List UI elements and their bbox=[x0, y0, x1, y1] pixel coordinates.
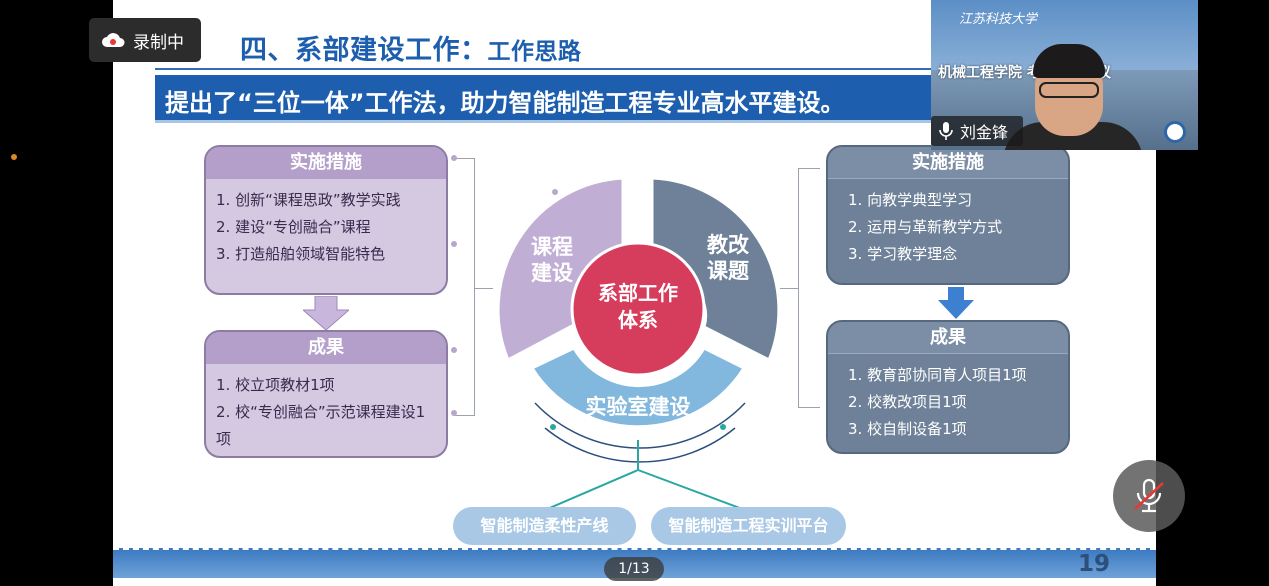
mute-button[interactable] bbox=[1113, 460, 1185, 532]
segment-lab-building bbox=[529, 346, 747, 429]
segment-label-course: 课程建设 bbox=[531, 235, 573, 285]
heading-sub: 工作思路 bbox=[487, 39, 582, 65]
right-results-card: 成果 1. 教育部协同育人项目1项 2. 校教改项目1项 3. 校自制设备1项 bbox=[826, 320, 1070, 454]
connector-dot bbox=[451, 241, 457, 247]
list-item: 2. 校教改项目1项 bbox=[848, 393, 967, 411]
down-arrow-icon bbox=[938, 287, 974, 319]
connector-dot bbox=[451, 155, 457, 161]
connector-dot bbox=[451, 410, 457, 416]
cloud-icon bbox=[102, 33, 125, 47]
list-item: 2. 建设“专创融合”课程 bbox=[216, 218, 371, 236]
status-dot bbox=[11, 154, 17, 160]
core-circle bbox=[570, 241, 706, 377]
recording-indicator[interactable]: 录制中 bbox=[89, 18, 201, 62]
heading-main: 四、系部建设工作： bbox=[240, 35, 488, 66]
footer-divider bbox=[113, 548, 1156, 550]
list-item: 1. 教育部协同育人项目1项 bbox=[848, 366, 1027, 384]
list-item: 3. 校自制设备1项 bbox=[848, 420, 967, 438]
down-arrow-icon bbox=[303, 296, 349, 330]
recording-label: 录制中 bbox=[133, 32, 184, 53]
microphone-icon bbox=[939, 122, 953, 140]
speaker-name: 刘金锋 bbox=[960, 123, 1009, 142]
pill-flexible-line: 智能制造柔性产线 bbox=[453, 507, 636, 545]
list-item: 3. 学习教学理念 bbox=[848, 245, 958, 263]
left-measures-list: 1. 创新“课程思政”教学实践 2. 建设“专创融合”课程 3. 打造船舶领域智… bbox=[206, 179, 446, 276]
list-item: 2. 运用与革新教学方式 bbox=[848, 218, 1003, 236]
right-results-title: 成果 bbox=[828, 322, 1068, 354]
banner-text: 提出了“三位一体”工作法，助力智能制造工程专业高水平建设。 bbox=[165, 89, 845, 117]
list-item: 3. 打造船舶领域智能特色 bbox=[216, 245, 386, 263]
slide-heading: 四、系部建设工作：工作思路 bbox=[240, 28, 582, 67]
left-bracket bbox=[455, 158, 475, 416]
speaker-glasses bbox=[1039, 82, 1099, 98]
left-bracket-stem bbox=[475, 288, 493, 289]
right-measures-title: 实施措施 bbox=[828, 147, 1068, 179]
list-item: 2. 校“专创融合”示范课程建设1项 bbox=[216, 403, 426, 448]
left-measures-card: 实施措施 1. 创新“课程思政”教学实践 2. 建设“专创融合”课程 3. 打造… bbox=[204, 145, 448, 295]
right-measures-card: 实施措施 1. 向教学典型学习 2. 运用与革新教学方式 3. 学习教学理念 bbox=[826, 145, 1070, 285]
school-logo-text: 江苏科技大学 bbox=[959, 12, 1038, 27]
page-indicator[interactable]: 1/13 bbox=[604, 557, 664, 581]
right-results-list: 1. 教育部协同育人项目1项 2. 校教改项目1项 3. 校自制设备1项 bbox=[828, 354, 1068, 451]
list-item: 1. 向教学典型学习 bbox=[848, 191, 973, 209]
list-item: 1. 创新“课程思政”教学实践 bbox=[216, 191, 401, 209]
left-results-list: 1. 校立项教材1项 2. 校“专创融合”示范课程建设1项 bbox=[206, 364, 446, 456]
slide-page-number: 19 bbox=[1078, 551, 1111, 577]
left-results-title: 成果 bbox=[206, 332, 446, 364]
segment-label-reform: 教改课题 bbox=[707, 233, 749, 283]
connector-dot bbox=[451, 347, 457, 353]
microphone-muted-icon bbox=[1134, 478, 1164, 513]
pill-training-platform: 智能制造工程实训平台 bbox=[651, 507, 846, 545]
heading-underline bbox=[155, 68, 1155, 70]
left-results-card: 成果 1. 校立项教材1项 2. 校“专创融合”示范课程建设1项 bbox=[204, 330, 448, 458]
left-measures-title: 实施措施 bbox=[206, 147, 446, 179]
right-measures-list: 1. 向教学典型学习 2. 运用与革新教学方式 3. 学习教学理念 bbox=[828, 179, 1068, 276]
emblem-icon bbox=[1164, 121, 1186, 143]
speaker-name-tag: 刘金锋 bbox=[931, 116, 1023, 146]
right-bracket-stem bbox=[780, 288, 798, 289]
list-item: 1. 校立项教材1项 bbox=[216, 376, 335, 394]
segment-label-lab: 实验室建设 bbox=[585, 395, 691, 419]
work-system-ring bbox=[496, 176, 781, 511]
speaker-hair bbox=[1033, 44, 1105, 78]
speaker-video[interactable]: 江苏科技大学 机械工程学院 考核工作会议 bbox=[931, 0, 1198, 150]
core-label: 系部工作体系 bbox=[598, 281, 678, 332]
right-bracket bbox=[798, 168, 820, 408]
